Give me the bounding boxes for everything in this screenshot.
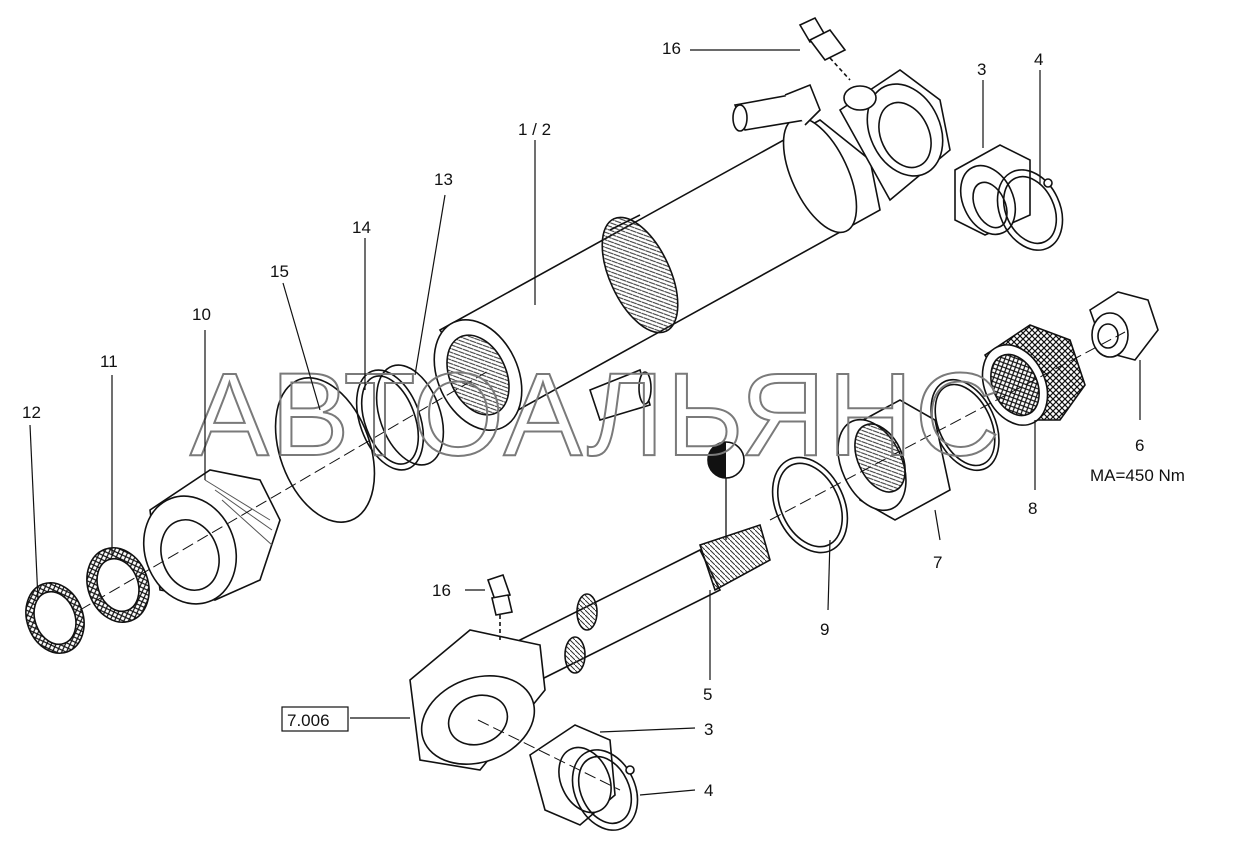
callout-14: 14	[352, 218, 371, 237]
axis-line-right	[769, 331, 1126, 521]
callout-3-bottom: 3	[704, 720, 713, 739]
snap-ring	[771, 456, 849, 554]
axis-line-left	[79, 369, 491, 611]
callout-4-top: 4	[1034, 50, 1043, 69]
assembly-marker	[707, 441, 745, 540]
piston-rod	[518, 523, 771, 682]
knurled-bushing	[981, 324, 1086, 426]
hose-fitting	[732, 83, 821, 132]
callout-1-2: 1 / 2	[518, 120, 551, 139]
callout-9: 9	[820, 620, 829, 639]
callout-16-top: 16	[662, 39, 681, 58]
watermark: АВТОАЛЬЯНС	[190, 349, 1002, 481]
callout-6-torque: MA=450 Nm	[1090, 466, 1185, 485]
callout-7006: 7.006	[287, 711, 330, 730]
axis-line-eye	[477, 719, 621, 791]
circlip-top	[996, 169, 1064, 251]
nut	[1089, 291, 1159, 361]
callout-4-bottom: 4	[704, 781, 713, 800]
leader-lines	[29, 49, 1141, 796]
bearing-bottom	[529, 724, 616, 826]
callout-7: 7	[933, 553, 942, 572]
oring-15	[274, 377, 376, 523]
callout-6: 6	[1135, 436, 1144, 455]
bearing-top	[954, 144, 1031, 236]
callout-box-7006	[281, 706, 349, 732]
callout-3-top: 3	[977, 60, 986, 79]
grease-nipple-top	[798, 16, 851, 81]
callout-13: 13	[434, 170, 453, 189]
callout-5: 5	[703, 685, 712, 704]
grease-nipple-bottom	[486, 573, 513, 640]
callout-11: 11	[100, 352, 118, 371]
oring-14	[355, 369, 425, 471]
oring-13	[375, 364, 445, 466]
callout-12: 12	[22, 403, 41, 422]
barrel-eye	[838, 69, 951, 202]
callout-15: 15	[270, 262, 289, 281]
rod-eye	[409, 629, 546, 771]
wiper-11	[86, 547, 150, 623]
wiper-12	[25, 582, 85, 654]
callout-16-bottom: 16	[432, 581, 451, 600]
circlip-bottom	[571, 749, 639, 831]
callout-8: 8	[1028, 499, 1037, 518]
piston	[837, 399, 951, 521]
side-port	[589, 368, 652, 421]
gland	[142, 469, 281, 605]
cylinder-barrel	[433, 116, 881, 432]
callout-10: 10	[192, 305, 211, 324]
